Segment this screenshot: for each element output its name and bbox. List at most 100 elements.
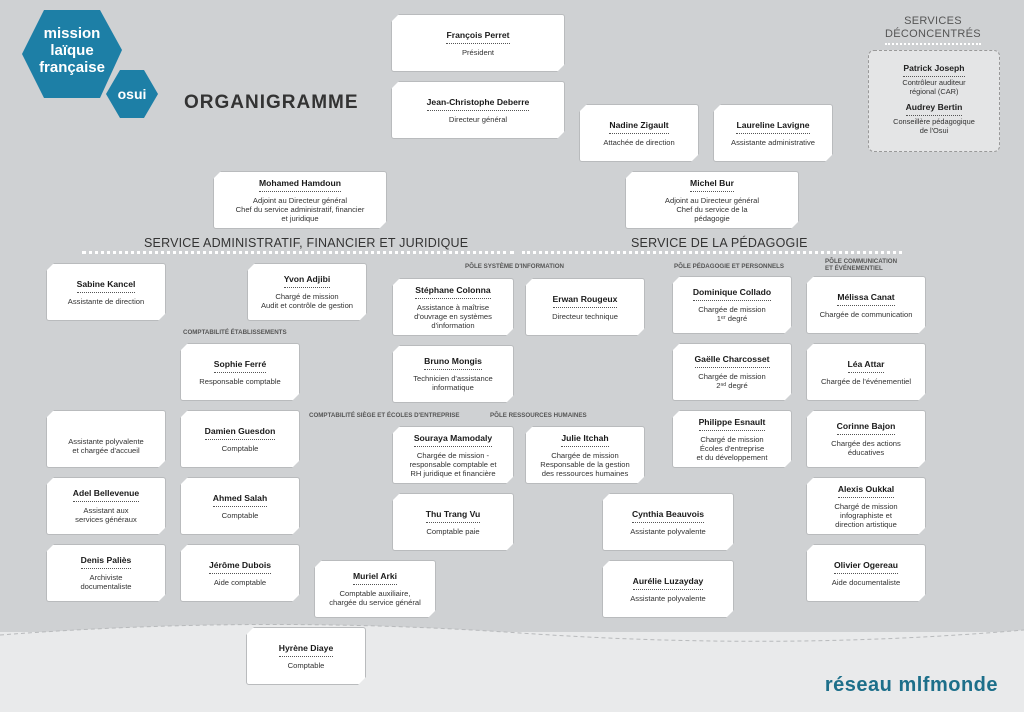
person-card-colonna: Stéphane Colonna Assistance à maîtrise d… [392,278,514,336]
person-role: Assistant aux services généraux [75,506,137,524]
person-name: Dominique Collado [693,287,771,301]
person-card-rougeux: Erwan Rougeux Directeur technique [525,278,645,336]
person-card-attar: Léa Attar Chargée de l'événementiel [806,343,926,401]
person-role: Assistante polyvalente et chargée d'accu… [68,437,144,455]
person-role: Technicien d'assistance informatique [413,374,493,392]
person-card-collado: Dominique Collado Chargée de mission 1ᵉʳ… [672,276,792,334]
person-name: Bruno Mongis [424,356,482,370]
person-card-adjibi: Yvon Adjibi Chargé de mission Audit et c… [247,263,367,321]
person-role: Comptable [221,443,259,453]
person-name: Erwan Rougeux [553,294,618,308]
person-name: Souraya Mamodaly [414,433,492,447]
person-role: Chargé de mission infographiste et direc… [834,501,898,529]
person-card-luzayday: Aurélie Luzayday Assistante polyvalente [602,560,734,618]
person-card-bajon: Corinne Bajon Chargée des actions éducat… [806,410,926,468]
person-card-deberre: Jean-Christophe Deberre Directeur généra… [391,81,565,139]
section-title-admin: SERVICE ADMINISTRATIF, FINANCIER ET JURI… [144,236,469,250]
person-role: Responsable comptable [199,376,281,386]
person-role: Assistante de direction [67,296,145,306]
person-card-mongis: Bruno Mongis Technicien d'assistance inf… [392,345,514,403]
person-name: Yvon Adjibi [284,274,330,288]
person-name: Alexis Oukkal [838,484,894,498]
person-role: Chargé de mission Écoles d'entreprise et… [696,434,768,462]
person-name: François Perret [446,30,509,44]
person-name: Aurélie Luzayday [633,576,704,590]
person-role: Chargée de mission 2ⁿᵈ degré [698,372,766,390]
person-role: Comptable auxiliaire, chargée du service… [329,589,421,607]
section-title-pedagogie: SERVICE DE LA PÉDAGOGIE [631,236,808,250]
person-name: Denis Paliès [81,555,132,569]
person-name: Sophie Ferré [214,359,267,373]
person-role: Chargée des actions éducatives [831,439,901,457]
pole-label-rh: PÔLE RESSOURCES HUMAINES [490,412,587,419]
person-card: Audrey Bertin Conseillère pédagogique de… [869,96,999,135]
person-card-mamodaly: Souraya Mamodaly Chargée de mission - re… [392,426,514,484]
person-name: Stéphane Colonna [415,285,490,299]
services-deconcentres-box: Patrick Joseph Contrôleur auditeur régio… [868,50,1000,152]
person-card-salah: Ahmed Salah Comptable [180,477,300,535]
person-name: Cynthia Beauvois [632,509,704,523]
person-role: Comptable [221,510,259,520]
person-role: Contrôleur auditeur régional (CAR) [902,78,966,96]
person-name: Thu Trang Vu [426,509,481,523]
person-name: Muriel Arki [353,571,397,585]
person-name: Gaëlle Charcosset [695,354,770,368]
services-title-line1: SERVICES [904,15,962,27]
person-name: Sabine Kancel [77,279,136,293]
person-card-dubois: Jérôme Dubois Aide comptable [180,544,300,602]
person-role: Aide comptable [213,577,267,587]
person-card-vu: Thu Trang Vu Comptable paie [392,493,514,551]
person-card-diaye: Hyrène Diaye Comptable [246,627,366,685]
person-name: Mohamed Hamdoun [259,178,341,192]
person-role: Assistante polyvalente [630,526,706,536]
person-card-vacant: Assistante polyvalente et chargée d'accu… [46,410,166,468]
pole-label-communication: PÔLE COMMUNICATION ET ÉVÉNEMENTIEL [825,258,897,272]
pole-label-compta-siege: COMPTABILITÉ SIÈGE ET ÉCOLES D'ENTREPRIS… [309,412,460,419]
decorative-curve [0,623,1024,675]
person-role: Chargée de mission Responsable de la ges… [540,450,630,478]
person-role: Attachée de direction [603,137,675,147]
section-divider [82,251,514,254]
person-role: Adjoint au Directeur général Chef du ser… [235,195,365,223]
person-name: Audrey Bertin [905,102,963,116]
person-name: Julie Itchah [561,433,608,447]
person-name: Mélissa Canat [837,292,894,306]
person-card-guesdon: Damien Guesdon Comptable [180,410,300,468]
person-name: Jérôme Dubois [209,560,271,574]
person-card-charcosset: Gaëlle Charcosset Chargée de mission 2ⁿᵈ… [672,343,792,401]
person-name: Philippe Esnault [699,417,766,431]
logo-badge: osui [118,86,147,102]
person-role: Chargée de communication [819,309,913,319]
person-name: Damien Guesdon [205,426,276,440]
person-role: Chargée de mission 1ᵉʳ degré [698,305,766,323]
person-card-arki: Muriel Arki Comptable auxiliaire, chargé… [314,560,436,618]
person-card-perret: François Perret Président [391,14,565,72]
logo-line2: laïque [50,42,93,59]
person-role: Directeur technique [552,311,618,321]
person-role: Directeur général [448,114,508,124]
person-role: Adjoint au Directeur général Chef du ser… [664,195,760,223]
person-card: Patrick Joseph Contrôleur auditeur régio… [869,51,999,96]
person-card-canat: Mélissa Canat Chargée de communication [806,276,926,334]
person-role: Archiviste documentaliste [80,573,132,591]
person-card-bur: Michel Bur Adjoint au Directeur général … [625,171,799,229]
person-card-esnault: Philippe Esnault Chargé de mission École… [672,410,792,468]
pole-label-compta-etablissements: COMPTABILITÉ ÉTABLISSEMENTS [183,329,287,336]
person-card-bellevenue: Adel Bellevenue Assistant aux services g… [46,477,166,535]
section-divider [522,251,902,254]
services-title-line2: DÉCONCENTRÉS [885,28,981,45]
logo-line3: française [39,59,105,76]
person-role: Assistante administrative [731,137,815,147]
page-title: ORGANIGRAMME [184,92,359,113]
person-card-lavigne: Laureline Lavigne Assistante administrat… [713,104,833,162]
person-name: Jean-Christophe Deberre [427,97,530,111]
person-role: Comptable paie [426,526,480,536]
pole-label-si: PÔLE SYSTÈME D'INFORMATION [465,263,564,270]
person-card-ferre: Sophie Ferré Responsable comptable [180,343,300,401]
person-role: Chargée de mission - responsable comptab… [409,450,497,478]
person-role: Président [461,47,495,57]
person-name: Léa Attar [848,359,885,373]
person-name: Laureline Lavigne [736,120,809,134]
person-card-oukkal: Alexis Oukkal Chargé de mission infograp… [806,477,926,535]
person-role: Comptable [287,660,325,670]
